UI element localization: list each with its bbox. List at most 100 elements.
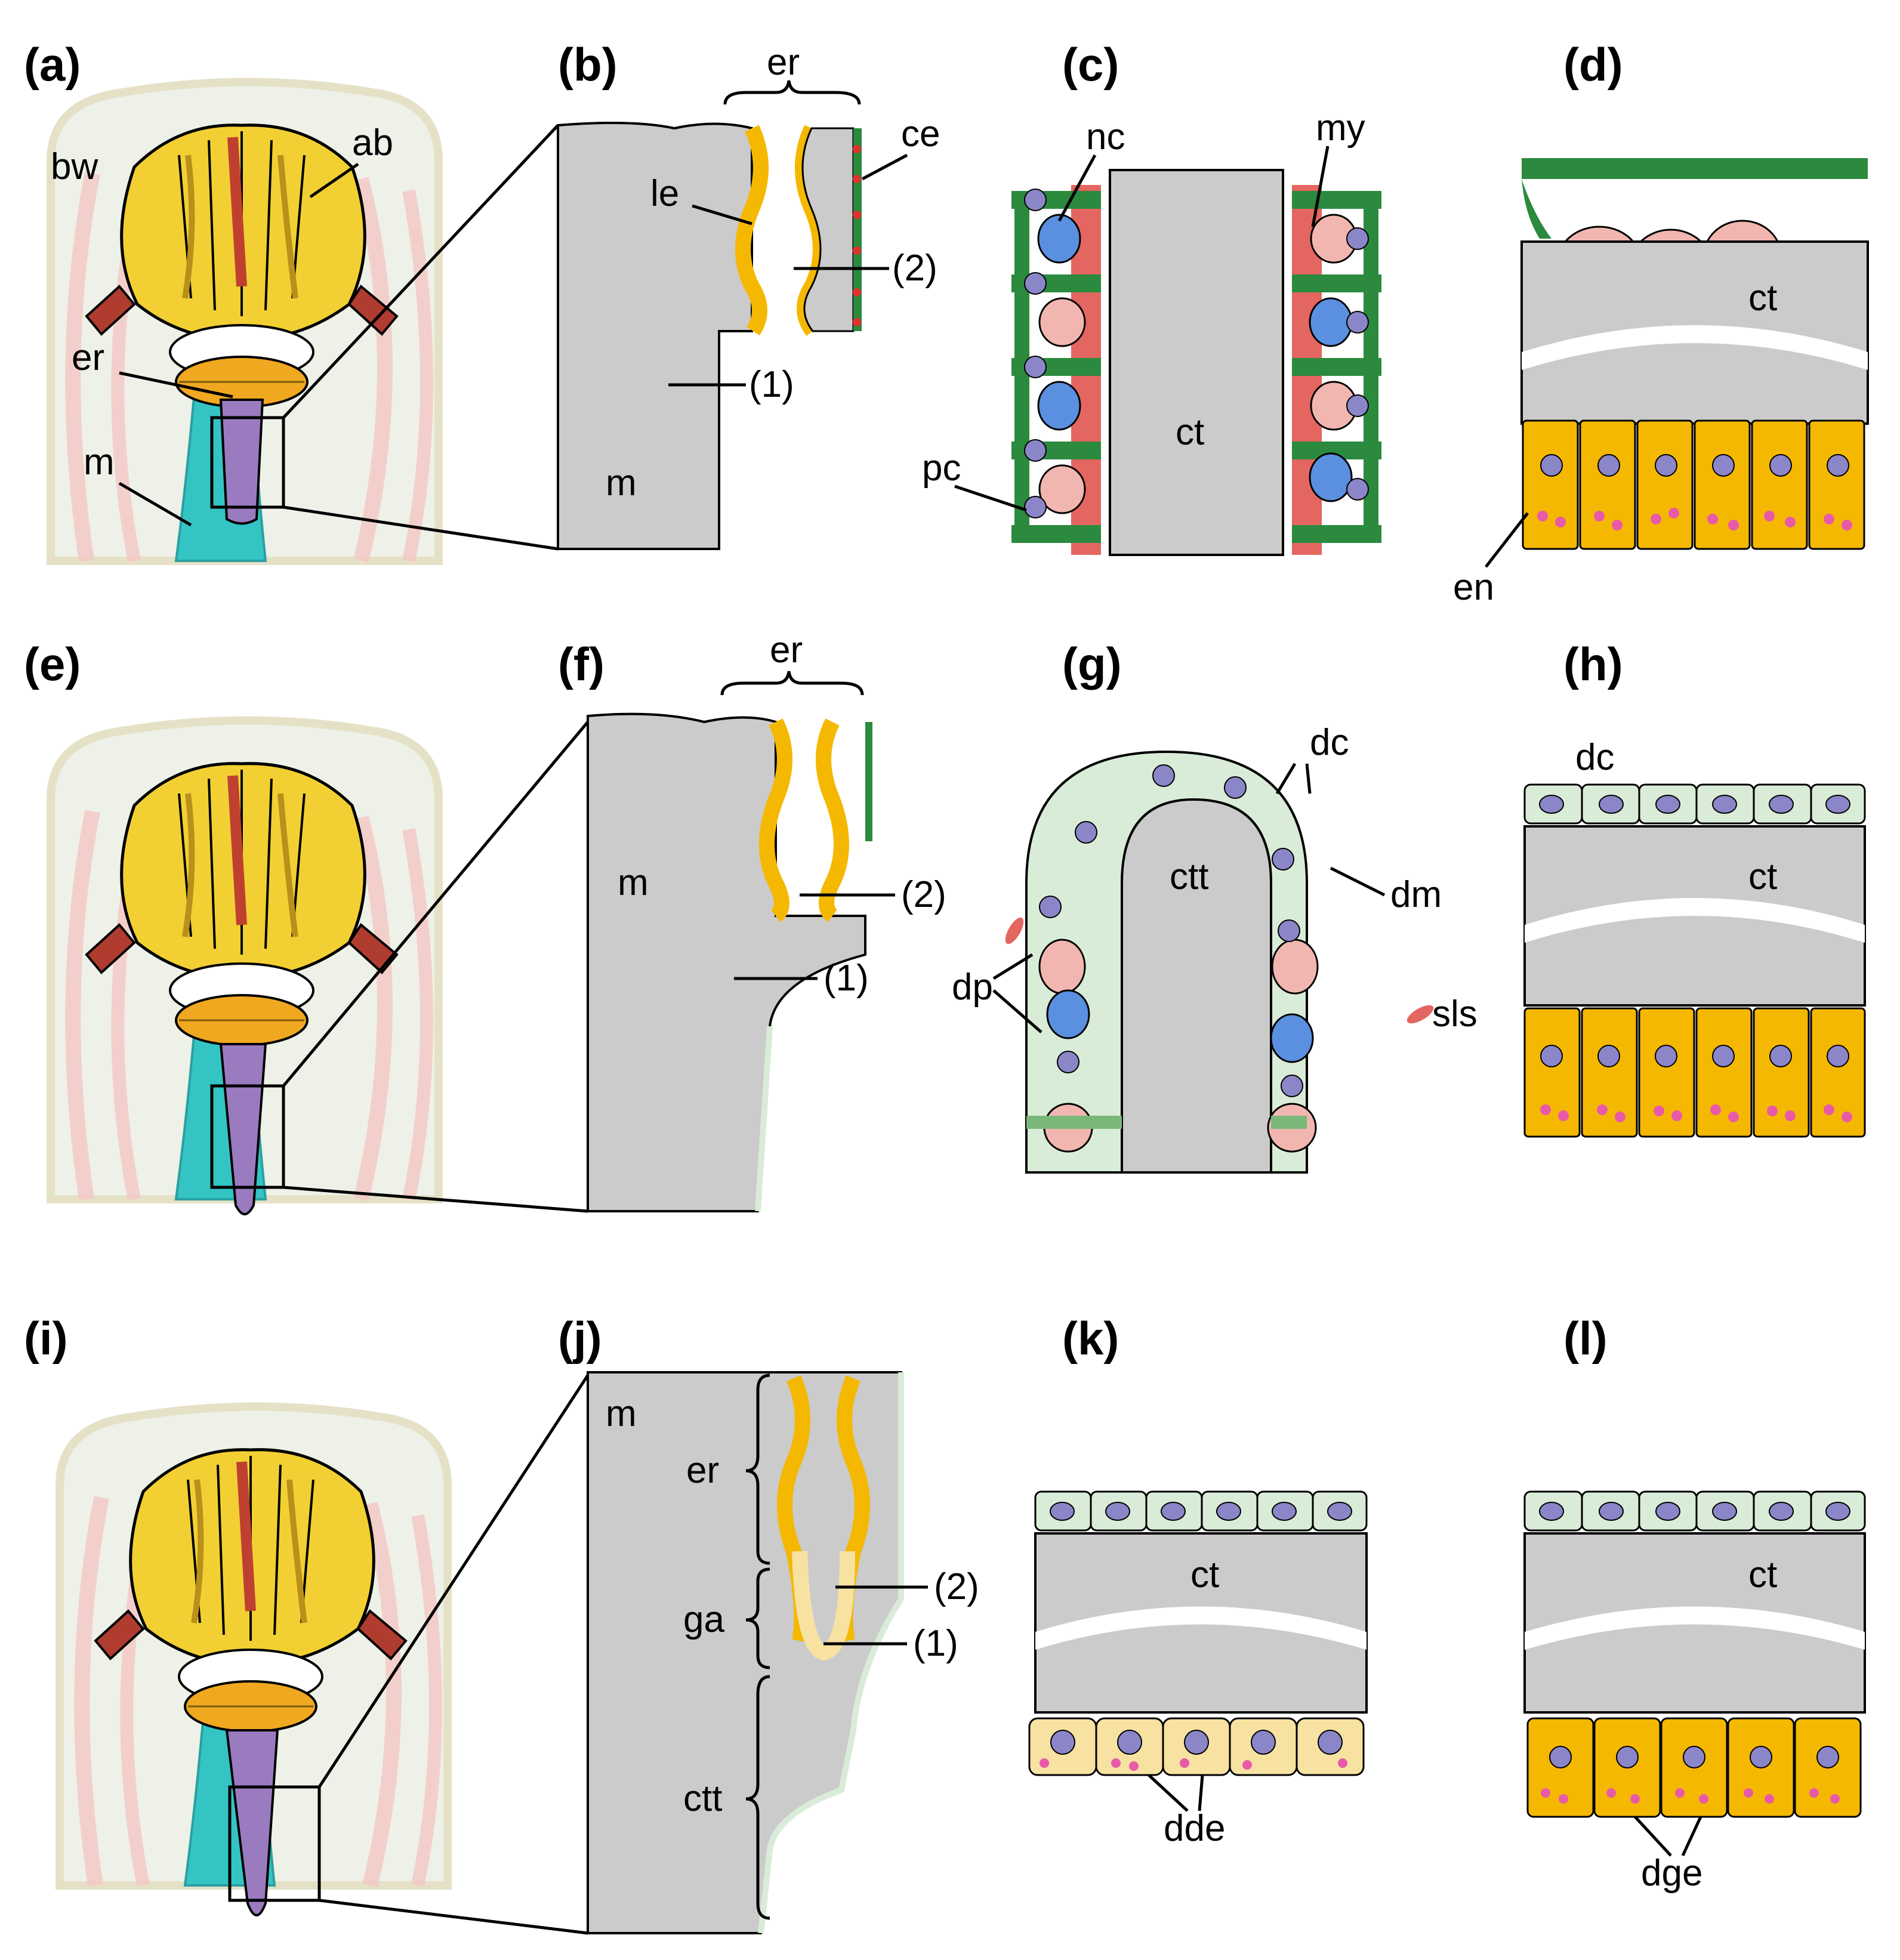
leader-ab [309, 162, 359, 199]
label-f-2: (2) [901, 874, 946, 915]
tissue-section-b [557, 122, 753, 550]
label-er-b: er [767, 42, 800, 83]
panel-l: (l) [1523, 1312, 1866, 1894]
dedifferentiated-cells-l [1523, 1490, 1866, 1532]
panel-l-letter: (l) [1563, 1312, 1608, 1365]
label-j-2: (2) [934, 1566, 979, 1607]
endopinacoderm-h [1523, 1007, 1866, 1138]
pinacocyte-column-left [1011, 189, 1101, 543]
label-b-1: (1) [749, 364, 794, 405]
zoom-box-e [210, 1084, 285, 1189]
label-ct-k: ct [1190, 1554, 1219, 1595]
leader-m-a [118, 481, 192, 527]
label-dp: dp [952, 967, 993, 1008]
label-dc-g: dc [1310, 722, 1349, 763]
label-nc: nc [1086, 116, 1125, 158]
label-m-f: m [618, 862, 649, 903]
panel-f: (f) er m (2) (1) [558, 629, 946, 1212]
label-ct-c: ct [1176, 412, 1204, 453]
label-dde: dde [1164, 1808, 1225, 1849]
brace-er-j [745, 1373, 770, 1565]
panel-h-letter: (h) [1563, 638, 1623, 690]
dedifferentiated-cells-k [1034, 1490, 1368, 1532]
panel-d-letter: (d) [1563, 38, 1623, 91]
label-j-1: (1) [913, 1623, 958, 1664]
label-pc: pc [922, 447, 961, 489]
panel-k-letter: (k) [1062, 1312, 1119, 1365]
leader-er-a [119, 371, 233, 399]
label-ce: ce [901, 113, 940, 155]
leader-en [1485, 512, 1529, 568]
panel-k: (k) [1028, 1312, 1368, 1849]
connective-tissue-tip-g [1121, 798, 1272, 1174]
brace-ga-j [745, 1567, 770, 1669]
label-ct-l: ct [1748, 1554, 1777, 1595]
zoom-box-i [228, 1785, 321, 1902]
panel-a-letter: (a) [24, 38, 81, 91]
panel-i: (i) [24, 1312, 590, 1935]
luminal-epithelium-f1 [759, 718, 792, 922]
panel-g: (g) ctt dc dm dp sl [952, 638, 1478, 1174]
panel-b: (b) er le ce (2) (1) m [557, 38, 940, 550]
granular-area-j [792, 1551, 855, 1661]
degenerating-endopinacoderm-l [1526, 1717, 1862, 1818]
leader-ce [861, 153, 908, 181]
panel-j-letter: (j) [558, 1312, 602, 1365]
label-er-a: er [72, 337, 104, 378]
label-dc-h: dc [1575, 737, 1614, 778]
ciliated-epithelium-f [865, 722, 872, 841]
label-ctt-g: ctt [1170, 856, 1208, 897]
endopinacoderm-d [1522, 419, 1865, 550]
leader-dde [1148, 1774, 1204, 1812]
brace-er-b [723, 80, 861, 105]
dedifferentiated-endopinacoderm-k [1028, 1717, 1365, 1776]
organism-illustration-a [51, 82, 439, 561]
zoom-box-a [210, 416, 285, 509]
panel-j: (j) m er ga ctt (2) (1) [558, 1312, 979, 1934]
organism-illustration-i [60, 1407, 448, 1916]
label-ga-j: ga [683, 1599, 724, 1640]
label-bw: bw [51, 146, 98, 187]
luminal-epithelium-1 [735, 125, 769, 336]
label-ct-d: ct [1748, 277, 1777, 319]
label-dge: dge [1641, 1853, 1702, 1894]
panel-c: (c) [922, 38, 1381, 556]
leader-my [1311, 146, 1330, 227]
brace-ctt-j [745, 1675, 770, 1920]
panel-e: (e) [24, 638, 589, 1215]
label-b-2: (2) [892, 248, 937, 289]
leader-le [692, 204, 752, 226]
organism-illustration-e [51, 721, 439, 1215]
panel-h: (h) [1523, 638, 1866, 1138]
leader-nc [1057, 154, 1097, 222]
zoom-connector-e [282, 721, 589, 1213]
label-m-j: m [606, 1393, 637, 1434]
label-en: en [1453, 567, 1494, 608]
panel-b-letter: (b) [558, 38, 618, 91]
panel-f-letter: (f) [558, 638, 604, 690]
label-ab: ab [352, 122, 393, 163]
luminal-epithelium-f2 [816, 718, 849, 922]
leader-pc [954, 484, 1027, 512]
label-sls: sls [1432, 993, 1478, 1035]
zoom-connector-a [282, 124, 559, 551]
panel-i-letter: (i) [24, 1312, 68, 1365]
label-m-a: m [84, 442, 115, 483]
leader-dm [1330, 866, 1386, 897]
label-le: le [650, 173, 679, 214]
label-dm: dm [1390, 874, 1442, 915]
label-ctt-j: ctt [683, 1778, 722, 1819]
ciliated-epithelium [853, 128, 862, 331]
panel-a: (a) bw ab er m [24, 38, 559, 561]
panel-c-letter: (c) [1062, 38, 1119, 91]
label-f-1: (1) [823, 958, 869, 999]
leader-dge [1634, 1816, 1702, 1857]
panel-g-letter: (g) [1062, 638, 1122, 690]
leader-dp [992, 953, 1042, 1033]
brace-er-f [720, 671, 864, 696]
dedifferentiated-cells-h [1523, 783, 1866, 825]
label-m-b: m [606, 462, 637, 504]
label-er-f: er [770, 629, 803, 671]
panel-e-letter: (e) [24, 638, 81, 690]
